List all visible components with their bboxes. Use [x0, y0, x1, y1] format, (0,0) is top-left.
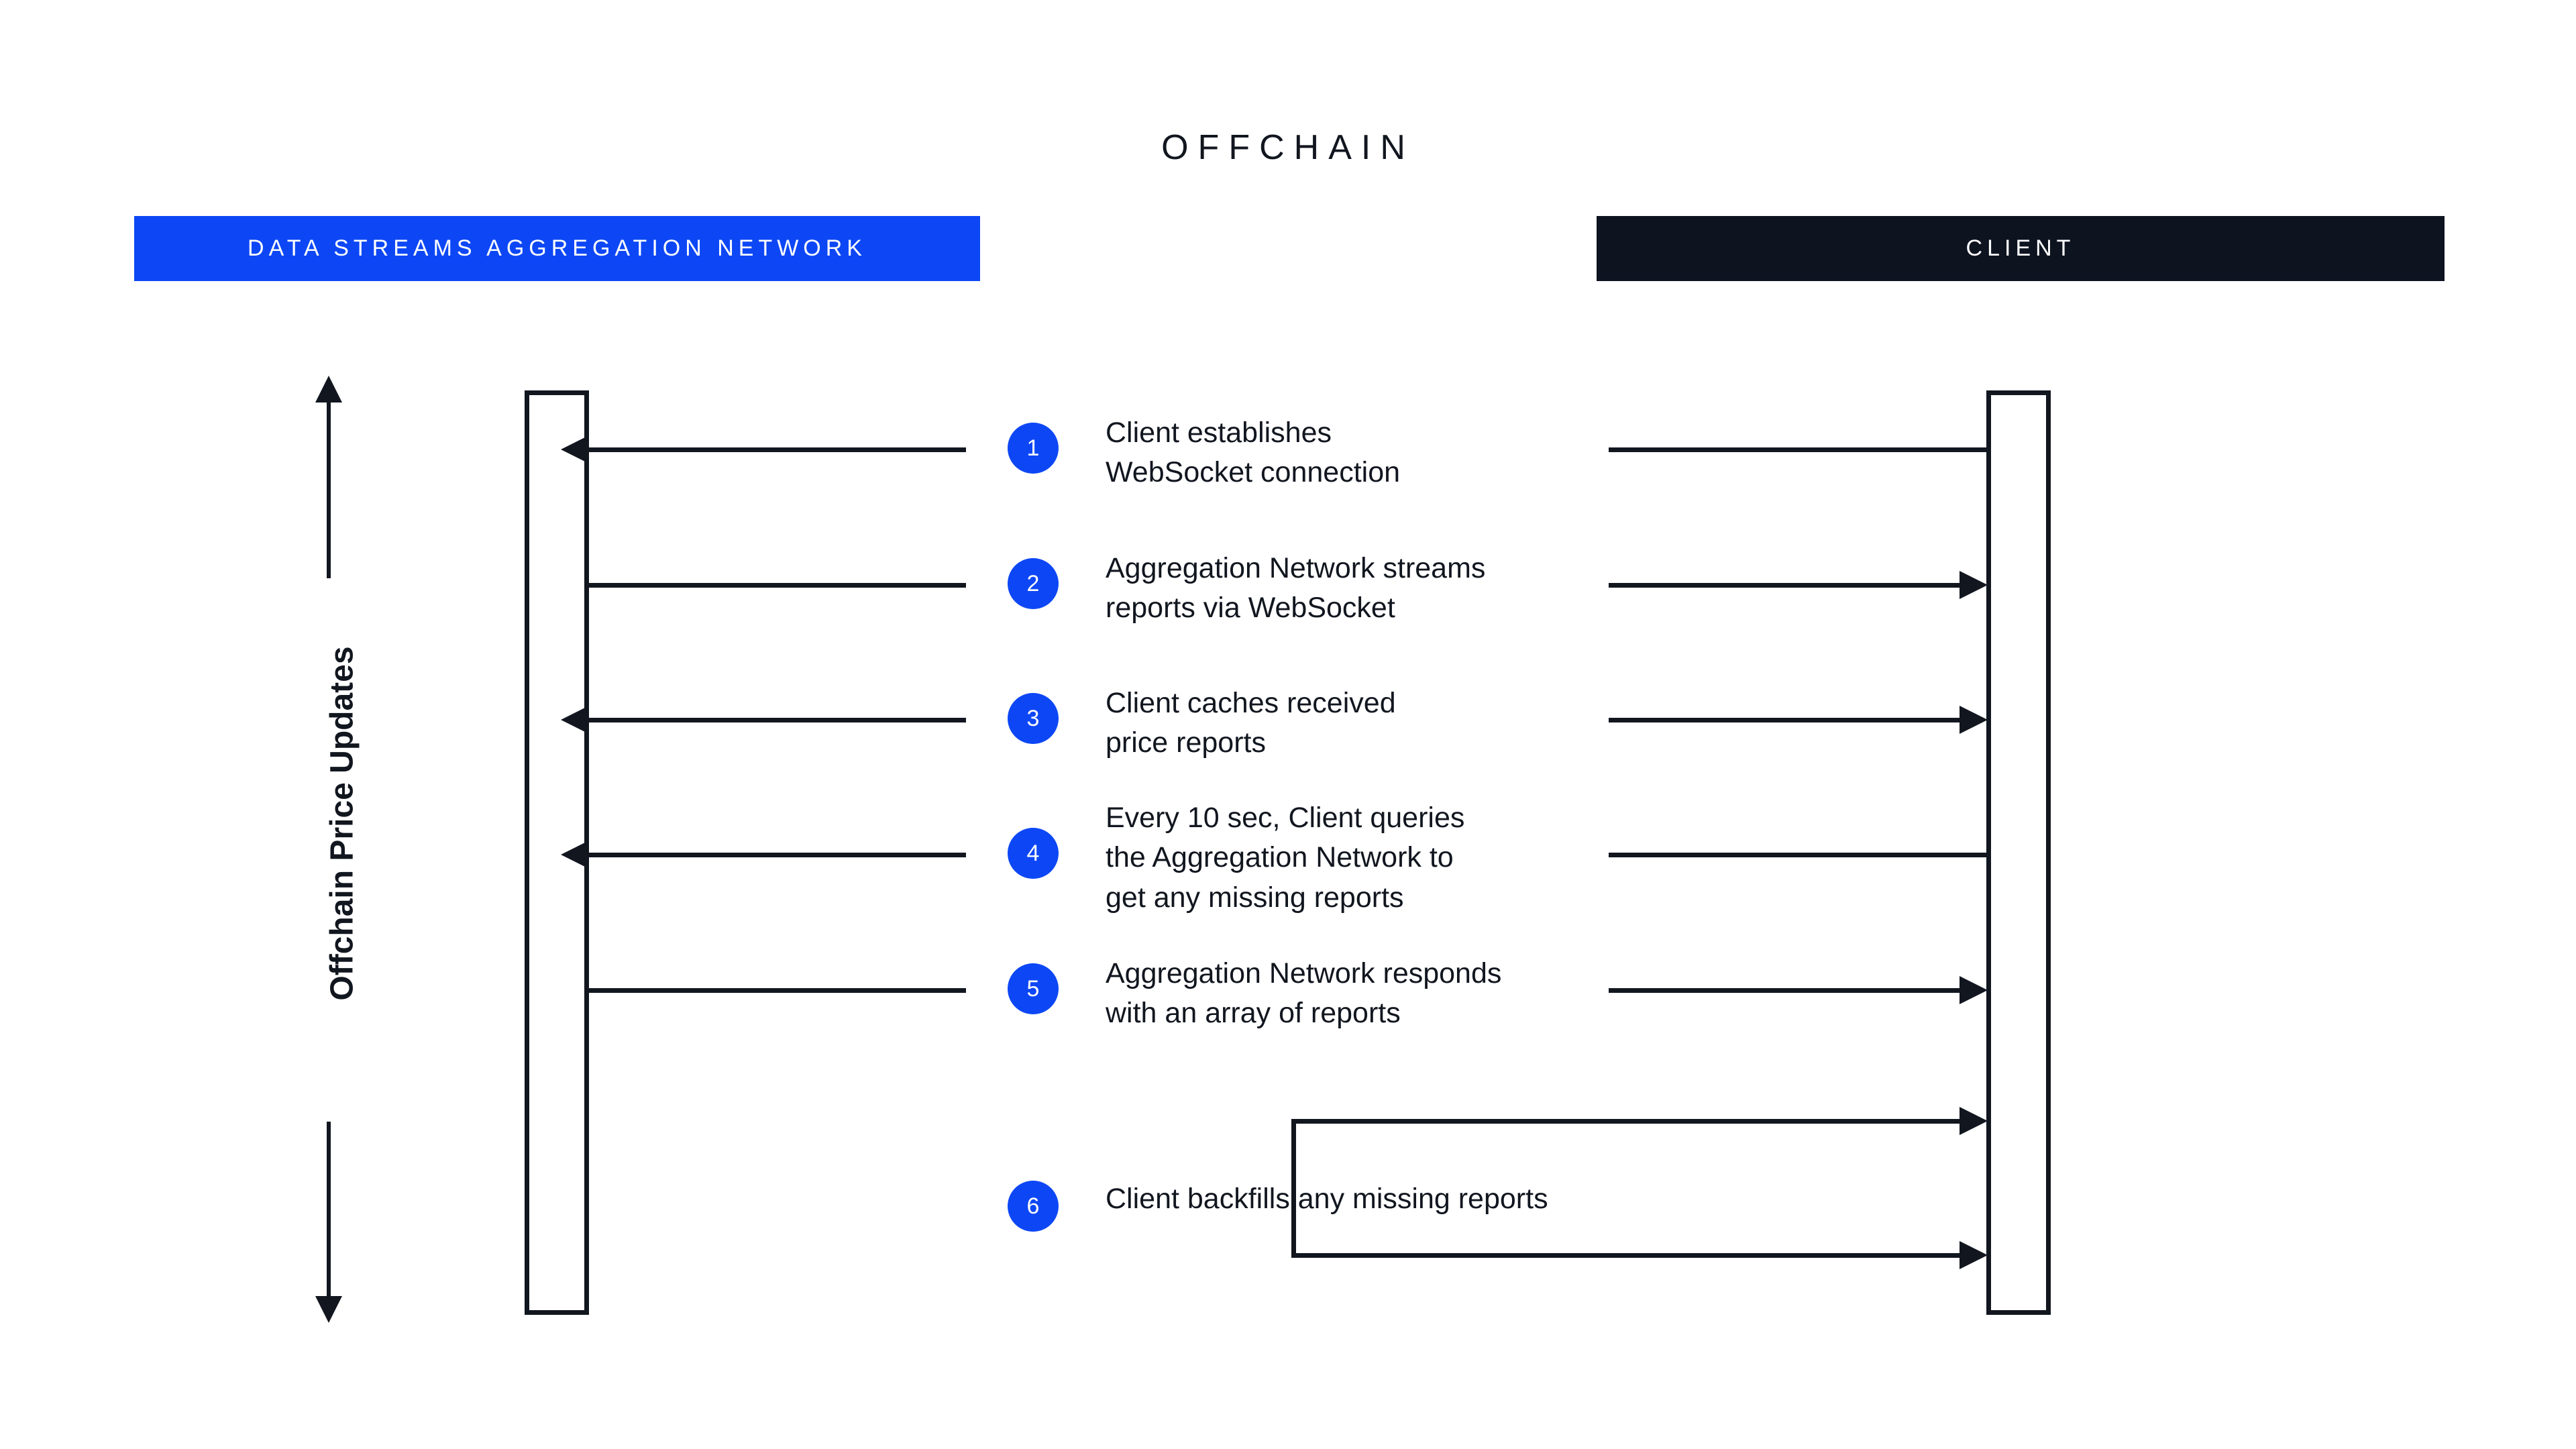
- self-loop-vertical-line-step-6: [1291, 1119, 1296, 1258]
- step-text-5: Aggregation Network responds with an arr…: [1106, 954, 1629, 1034]
- message-line-step-2-left: [588, 583, 966, 588]
- message-line-step-4-left: [588, 853, 966, 857]
- page-title: OFFCHAIN: [1161, 128, 1415, 167]
- self-loop-top-line-step-6: [1291, 1119, 1960, 1124]
- arrowhead-right-step-2: [1960, 571, 1988, 599]
- message-line-step-5-left: [588, 988, 966, 993]
- offchain-price-updates-axis: Offchain Price Updates: [288, 376, 369, 1328]
- step-text-1: Client establishes WebSocket connection: [1106, 413, 1629, 493]
- step-text-4: Every 10 sec, Client queries the Aggrega…: [1106, 798, 1629, 918]
- step-text-5-line-1: Aggregation Network responds: [1106, 957, 1502, 989]
- message-line-step-3-right: [1609, 718, 1960, 722]
- arrowhead-right-step-6-top: [1960, 1107, 1988, 1135]
- step-text-2-line-2: reports via WebSocket: [1106, 592, 1395, 625]
- arrowhead-left-step-1: [561, 435, 589, 464]
- step-text-5-line-2: with an array of reports: [1106, 997, 1401, 1030]
- step-badge-1: 1: [1008, 423, 1059, 474]
- message-line-step-2-right: [1609, 583, 1960, 588]
- step-badge-2: 2: [1008, 558, 1059, 609]
- step-text-1-line-1: Client establishes: [1106, 417, 1332, 449]
- step-text-3-line-1: Client caches received: [1106, 687, 1396, 719]
- step-badge-4: 4: [1008, 828, 1059, 879]
- step-badge-3: 3: [1008, 693, 1059, 744]
- message-line-step-3-left: [588, 718, 966, 722]
- step-text-6-line-1: Client backfills any missing reports: [1106, 1183, 1548, 1215]
- arrow-up-icon: [315, 376, 342, 402]
- step-text-2-line-1: Aggregation Network streams: [1106, 552, 1486, 584]
- step-text-6: Client backfills any missing reports: [1106, 1179, 1709, 1219]
- step-text-2: Aggregation Network streams reports via …: [1106, 549, 1629, 629]
- message-line-step-1-right: [1609, 447, 1988, 452]
- step-badge-6: 6: [1008, 1181, 1059, 1232]
- arrowhead-left-step-3: [561, 706, 589, 734]
- step-text-4-line-1: Every 10 sec, Client queries: [1106, 802, 1465, 834]
- arrowhead-right-step-3: [1960, 706, 1988, 734]
- arrowhead-left-step-4: [561, 841, 589, 869]
- step-text-4-line-3: get any missing reports: [1106, 881, 1404, 914]
- lifeline-client: [1986, 390, 2051, 1315]
- arrowhead-right-step-5: [1960, 976, 1988, 1004]
- lane-header-aggregation-network: DATA STREAMS AGGREGATION NETWORK: [134, 216, 980, 281]
- self-loop-bottom-line-step-6: [1291, 1253, 1960, 1258]
- lane-header-client: CLIENT: [1597, 216, 2445, 281]
- axis-line-upper: [327, 400, 331, 578]
- arrowhead-right-step-6-bottom: [1960, 1241, 1988, 1269]
- step-badge-5: 5: [1008, 963, 1059, 1014]
- axis-line-lower: [327, 1122, 331, 1297]
- step-text-3: Client caches received price reports: [1106, 684, 1629, 763]
- step-text-1-line-2: WebSocket connection: [1106, 456, 1401, 489]
- message-line-step-4-right: [1609, 853, 1988, 857]
- message-line-step-5-right: [1609, 988, 1960, 993]
- step-text-3-line-2: price reports: [1106, 727, 1266, 759]
- step-text-4-line-2: the Aggregation Network to: [1106, 841, 1454, 874]
- arrow-down-icon: [315, 1296, 342, 1323]
- axis-label: Offchain Price Updates: [324, 646, 360, 1001]
- message-line-step-1-left: [588, 447, 966, 452]
